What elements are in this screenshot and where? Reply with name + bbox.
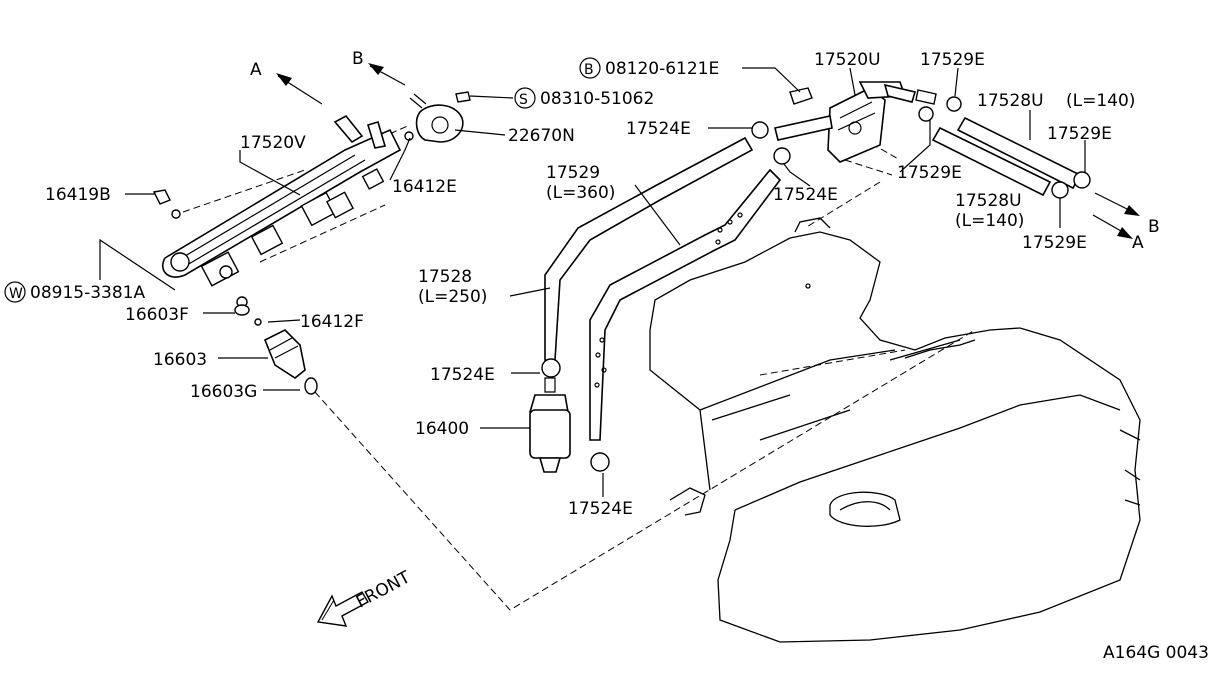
callout-17529-length[interactable]: (L=360) <box>546 183 615 203</box>
callout-17529[interactable]: 17529 <box>546 163 600 183</box>
callout-17528u-top[interactable]: 17528U <box>977 91 1044 111</box>
pressure-regulator <box>409 91 471 143</box>
callout-08915-3381a[interactable]: 08915-3381A <box>30 283 145 303</box>
b-symbol-circle <box>579 57 601 79</box>
callout-17529e-right[interactable]: 17529E <box>1047 124 1112 144</box>
callout-16603g[interactable]: 16603G <box>190 382 257 402</box>
return-hoses <box>918 96 1091 199</box>
callout-17529e-bottom[interactable]: 17529E <box>1022 233 1087 253</box>
b-symbol: B <box>584 62 594 78</box>
callout-17524e-mid[interactable]: 17524E <box>773 185 838 205</box>
front-label: FRONT <box>353 567 414 612</box>
callout-17528[interactable]: 17528 <box>418 267 472 287</box>
dashed-guides <box>182 124 976 611</box>
callout-16419b[interactable]: 16419B <box>45 185 111 205</box>
callout-16412f[interactable]: 16412F <box>300 312 364 332</box>
callout-16603[interactable]: 16603 <box>153 350 207 370</box>
callout-17529e-top[interactable]: 17529E <box>920 50 985 70</box>
leader-lines <box>99 67 1086 497</box>
callout-16400[interactable]: 16400 <box>415 419 469 439</box>
s-symbol-circle <box>514 87 536 109</box>
direction-label-b-left: B <box>352 49 364 69</box>
callout-17520v[interactable]: 17520V <box>240 133 306 153</box>
hose-clamps <box>541 121 791 472</box>
callout-17528u-bottom[interactable]: 17528U <box>955 191 1022 211</box>
callout-17524e-top[interactable]: 17524E <box>626 119 691 139</box>
callout-17520u[interactable]: 17520U <box>814 50 881 70</box>
diagram-id: A164G 0043 <box>1103 643 1209 663</box>
w-symbol-circle <box>4 281 26 303</box>
callout-17529e-mid[interactable]: 17529E <box>897 163 962 183</box>
callout-16603f[interactable]: 16603F <box>125 305 189 325</box>
direction-label-b-right: B <box>1148 217 1160 237</box>
direction-arrows <box>276 63 1140 239</box>
w-symbol: W <box>9 286 23 302</box>
callout-22670n[interactable]: 22670N <box>508 126 575 146</box>
fuel-filter <box>528 377 571 473</box>
damper-body <box>774 81 937 163</box>
callout-17524e-low[interactable]: 17524E <box>430 365 495 385</box>
callout-17528u-top-length[interactable]: (L=140) <box>1066 91 1135 111</box>
direction-label-a-right: A <box>1132 233 1144 253</box>
callout-16412e[interactable]: 16412E <box>392 177 457 197</box>
callout-08310-51062[interactable]: 08310-51062 <box>540 89 654 109</box>
engine-outline <box>649 217 1141 643</box>
direction-label-a-left: A <box>250 60 262 80</box>
fuel-rail <box>152 114 414 308</box>
front-arrow-icon <box>316 591 369 627</box>
callout-08120-6121e[interactable]: 08120-6121E <box>605 59 719 79</box>
callout-17528u-bottom-length[interactable]: (L=140) <box>955 211 1024 231</box>
s-symbol: S <box>519 92 528 108</box>
hose-17529 <box>589 168 782 441</box>
callout-17528-length[interactable]: (L=250) <box>418 287 487 307</box>
callout-17524e-bottom[interactable]: 17524E <box>568 499 633 519</box>
injector <box>234 304 318 395</box>
